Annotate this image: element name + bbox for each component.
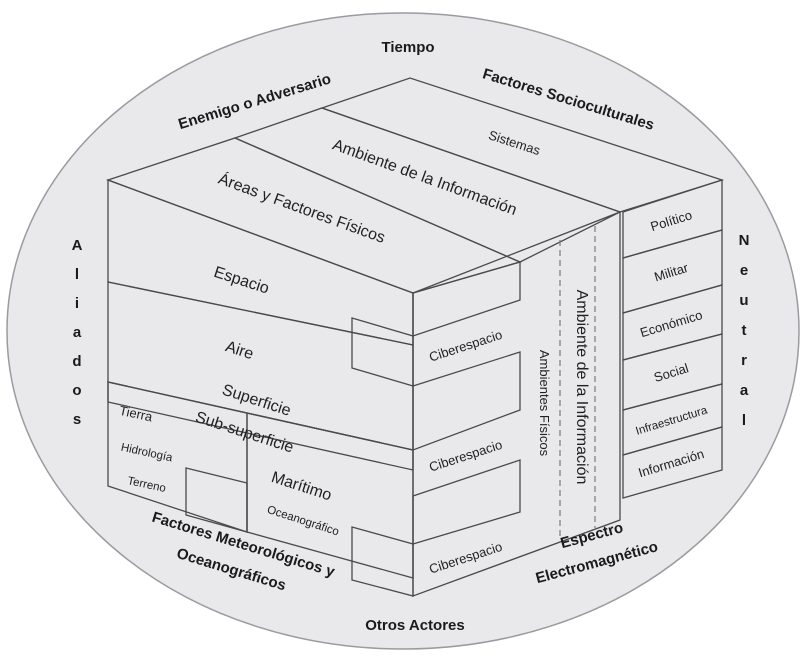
side-face <box>412 211 621 597</box>
neutral-letter: a <box>740 382 749 399</box>
side-band-espacio <box>412 261 521 337</box>
system-band-informacion <box>622 426 723 499</box>
aliados-letter: l <box>75 266 79 283</box>
neutral-letter: r <box>741 352 747 369</box>
label-tierra: Tierra <box>118 403 155 425</box>
aliados-letter: s <box>73 411 81 428</box>
aliados-letter: o <box>72 382 81 399</box>
neutral-letter: u <box>739 292 748 309</box>
ring-top-label: Tiempo <box>381 39 434 56</box>
environment-ellipse <box>6 12 800 650</box>
aliados-letter: a <box>73 324 82 341</box>
side-band-maritimo <box>412 459 521 545</box>
ring-bottom-label: Otros Actores <box>365 617 464 634</box>
neutral-letter: e <box>740 262 748 279</box>
aliados-letter: i <box>75 295 79 312</box>
aliados-letter: A <box>72 237 83 254</box>
aliados-letter: d <box>72 353 81 370</box>
label-ambientes-fisicos: Ambientes Físicos <box>537 350 552 457</box>
front-notch-2 <box>185 467 248 533</box>
side-band-aire <box>412 351 521 451</box>
neutral-letter: N <box>739 232 750 249</box>
neutral-letter: t <box>742 322 747 339</box>
label-ambiente-info-vertical: Ambiente de la Información <box>573 290 590 485</box>
neutral-letter: l <box>742 412 746 429</box>
